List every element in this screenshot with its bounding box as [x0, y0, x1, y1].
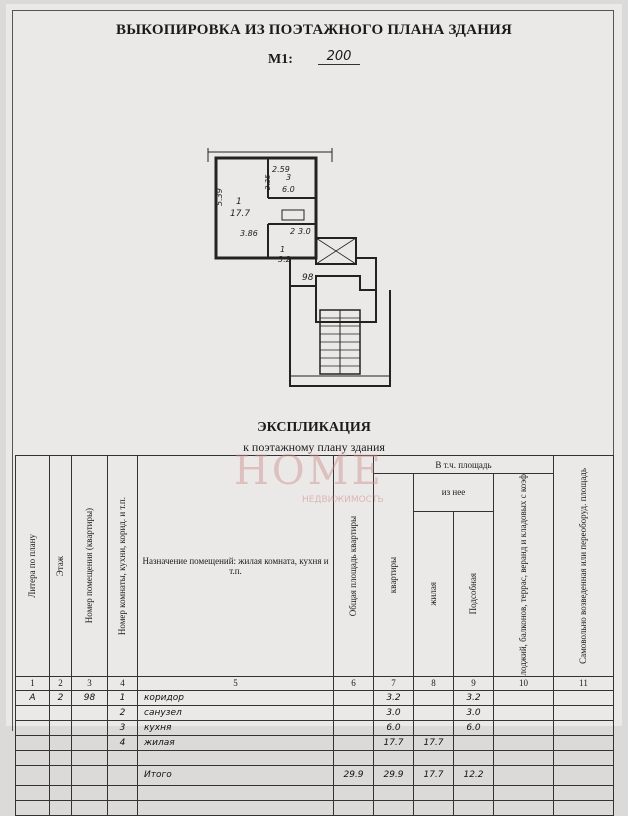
explication-table: Литера по плану Этаж Номер помещения (кв… [15, 455, 615, 816]
total-label: Итого [137, 764, 334, 786]
explication-title: ЭКСПЛИКАЦИЯ [257, 420, 371, 435]
header-incl-area: В т.ч. площадь [372, 455, 555, 474]
table-row-empty [15, 799, 615, 816]
plan-corridor-no: 1 [280, 245, 285, 254]
table-row-empty [15, 784, 615, 801]
plan-room3-area: 6.0 [282, 185, 295, 194]
header-apt-no: Номер помещения (квартиры) [71, 455, 108, 677]
plan-room2-no: 2 [290, 227, 295, 236]
scale-label: М1: [268, 52, 293, 67]
table-row: А 2 98 1 коридор 3.2 3.2 [15, 689, 615, 706]
plan-apartment-no: 98 [302, 273, 314, 283]
plan-walls [207, 148, 391, 387]
total-area: 29.9 [333, 764, 374, 786]
header-apartments: квартиры [373, 473, 414, 677]
header-litera: Литера по плану [15, 455, 50, 677]
plan-room3-no: 3 [286, 173, 291, 182]
total-living: 17.7 [413, 764, 454, 786]
plan-room1-no: 1 [236, 197, 242, 207]
plan-width-top: 2.59 [272, 165, 290, 174]
table-row: 4 жилая 17.7 17.7 [15, 734, 615, 751]
total-aux: 12.2 [453, 764, 494, 786]
header-living: жилая [413, 510, 454, 677]
plan-room2-area: 3.0 [298, 227, 311, 236]
explication-subtitle: к поэтажному плану здания [243, 440, 385, 454]
plan-room3-height: 2.35 [264, 174, 272, 190]
total-apartment: 29.9 [373, 764, 414, 786]
table-row: 3 кухня 6.0 6.0 [15, 719, 615, 736]
document-frame [12, 10, 614, 731]
scale-value: 200 [318, 49, 360, 65]
header-total-area: Общая площадь квартиры [333, 455, 374, 677]
plan-room1-area: 17.7 [230, 209, 250, 219]
header-auxiliary: Подсобная [453, 510, 494, 677]
plan-height-left: 5.39 [215, 188, 224, 206]
header-of-which: из нее [413, 473, 494, 512]
table-row-empty [15, 749, 615, 766]
header-loggias: лоджий, балконов, террас, веранд и кладо… [492, 473, 555, 677]
floor-plan: 2.59 5.39 2.35 3 6.0 1 17.7 3.86 2 3.0 1… [207, 148, 391, 387]
column-numbers-row: 1 2 3 4 5 6 7 8 9 10 11 [15, 675, 615, 691]
table-row: 2 санузел 3.0 3.0 [15, 704, 615, 721]
header-name: Назначение помещений: жилая комната, кух… [137, 455, 334, 677]
plan-room1-width: 3.86 [240, 229, 258, 238]
plan-corridor-area: 3.2 [278, 255, 291, 264]
header-floor: Этаж [49, 455, 72, 677]
document-title: ВЫКОПИРОВКА ИЗ ПОЭТАЖНОГО ПЛАНА ЗДАНИЯ [116, 22, 512, 38]
header-room-no: Номер комнаты, кухни, корид. и т.п. [107, 455, 138, 677]
header-unauthorized: Самовольно возведенная или переоборуд. п… [553, 455, 615, 677]
table-total-row: Итого 29.9 29.9 17.7 12.2 [15, 764, 615, 786]
